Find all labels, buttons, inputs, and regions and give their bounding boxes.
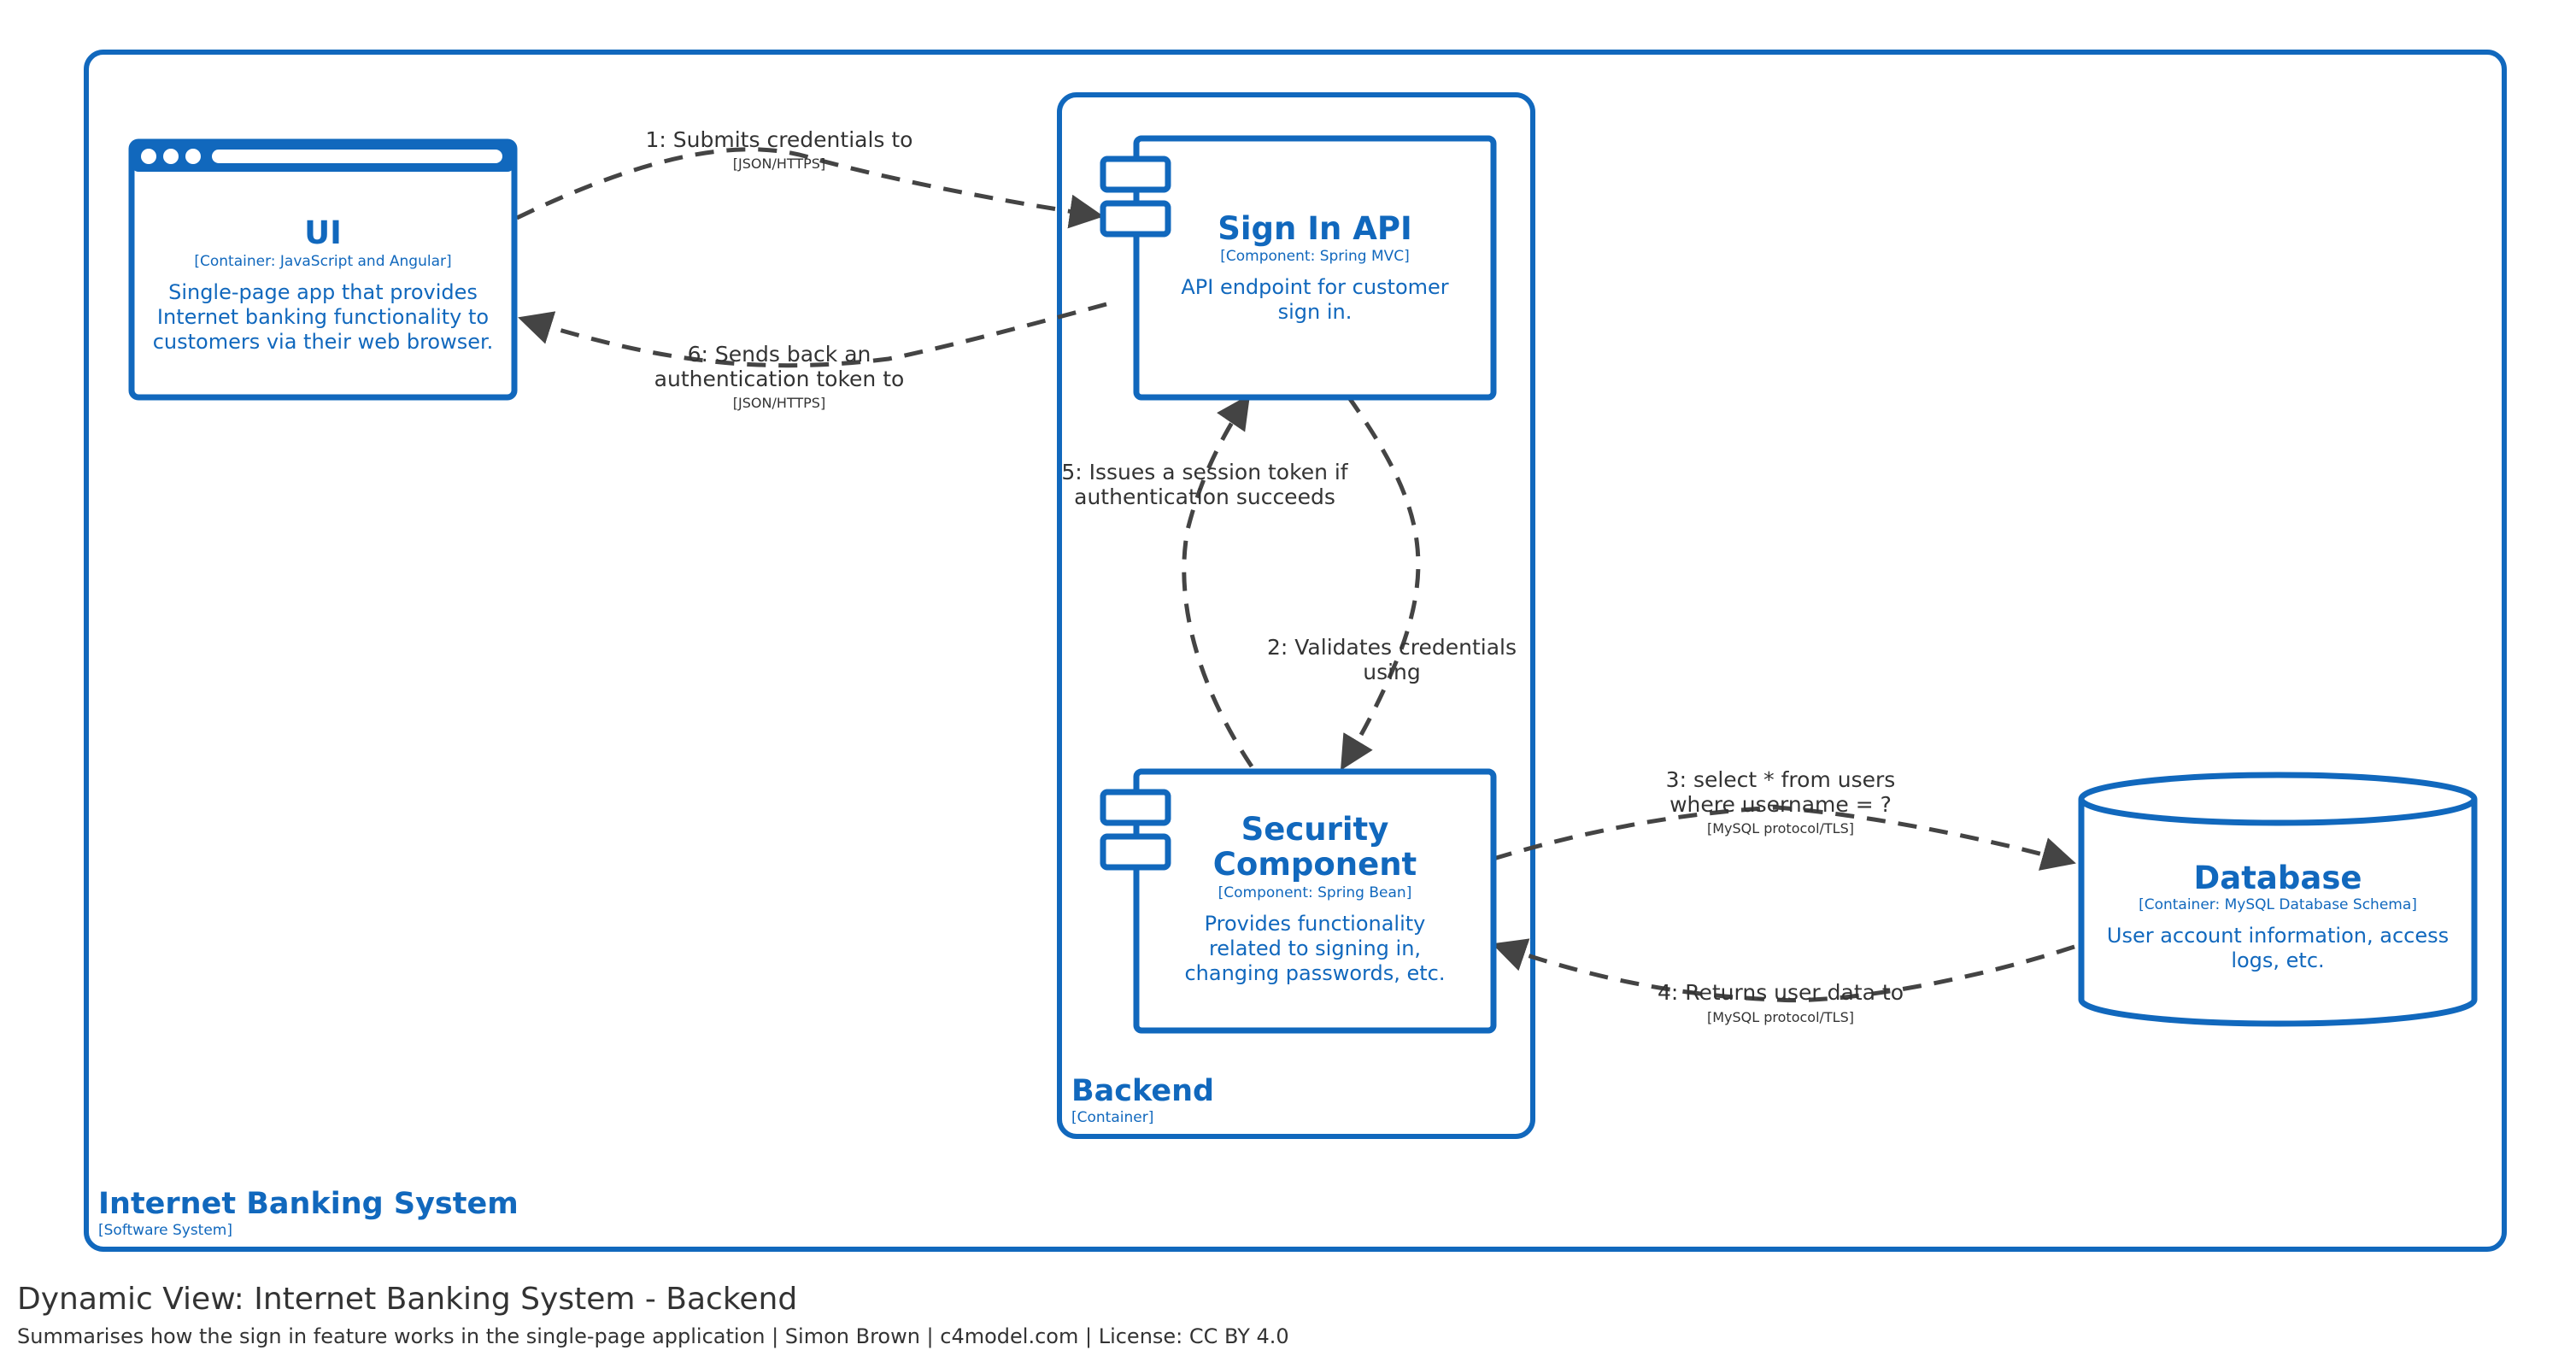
element-database[interactable]: Database [Container: MySQL Database Sche…	[2078, 772, 2478, 1027]
web-browser-window-icon	[141, 149, 502, 164]
element-security-component[interactable]: Security Component [Component: Spring Be…	[1100, 768, 1497, 1034]
label-r1: 1: Submits credentials to [JSON/HTTPS]	[646, 127, 913, 172]
system-boundary-type: [Software System]	[98, 1222, 232, 1239]
component-icon	[1100, 156, 1171, 238]
database-cylinder-icon	[2078, 772, 2478, 1027]
r2-label-line-1: 2: Validates credentials	[1267, 635, 1517, 660]
element-ui[interactable]: UI [Container: JavaScript and Angular] S…	[128, 138, 518, 401]
ui-type: [Container: JavaScript and Angular]	[194, 253, 451, 270]
database-description-line-1: User account information, access	[2107, 924, 2449, 948]
label-r3: 3: select * from users where username = …	[1666, 767, 1896, 837]
label-r5: 5: Issues a session token if authenticat…	[1061, 460, 1348, 509]
r2-label-line-2: using	[1363, 660, 1421, 684]
ui-description-line-2: Internet banking functionality to	[157, 305, 489, 329]
security-type: [Component: Spring Bean]	[1218, 884, 1412, 901]
signin-api-description-line-1: API endpoint for customer	[1181, 275, 1448, 299]
r3-tech: [MySQL protocol/TLS]	[1707, 820, 1854, 837]
edge-6-sends-token	[518, 302, 1107, 368]
edge-5-issues-session-token	[1182, 394, 1254, 768]
ui-name: UI	[304, 214, 342, 251]
database-description-line-2: logs, etc.	[2231, 948, 2324, 972]
r6-label-line-1: 6: Sends back an	[688, 342, 871, 367]
label-r6: 6: Sends back an authentication token to…	[654, 342, 905, 411]
system-boundary-name: Internet Banking System	[98, 1187, 519, 1221]
r3-label-line-1: 3: select * from users	[1666, 767, 1896, 792]
view-title: Dynamic View: Internet Banking System - …	[17, 1282, 798, 1317]
r3-label-line-2: where username = ?	[1669, 792, 1892, 817]
r4-label-line-1: 4: Returns user data to	[1658, 980, 1904, 1005]
container-boundary-name: Backend	[1071, 1074, 1214, 1108]
component-icon	[1100, 789, 1171, 871]
r6-label-line-2: authentication token to	[654, 367, 905, 391]
r5-label-line-2: authentication succeeds	[1074, 484, 1335, 509]
label-r2: 2: Validates credentials using	[1267, 635, 1517, 684]
diagram-canvas: Internet Banking System [Software System…	[84, 50, 2507, 1252]
edge-2-validates-credentials	[1339, 395, 1421, 771]
signin-api-description-line-2: sign in.	[1278, 300, 1353, 324]
ui-description-line-1: Single-page app that provides	[168, 280, 478, 304]
r1-label-line-1: 1: Submits credentials to	[646, 127, 913, 152]
edge-3-select-users	[1493, 805, 2076, 871]
r4-tech: [MySQL protocol/TLS]	[1707, 1009, 1854, 1025]
security-description-line-2: related to signing in,	[1209, 936, 1421, 960]
security-name-line-1: Security	[1241, 811, 1389, 848]
database-name: Database	[2194, 860, 2362, 896]
edge-1-submits-credentials	[515, 147, 1104, 229]
database-type: [Container: MySQL Database Schema]	[2139, 896, 2417, 913]
r1-tech: [JSON/HTTPS]	[733, 156, 825, 172]
r5-label-line-1: 5: Issues a session token if	[1061, 460, 1348, 484]
boundary-backend: Backend [Container]	[1057, 92, 1535, 1139]
security-description-line-1: Provides functionality	[1205, 912, 1426, 936]
label-r4: 4: Returns user data to [MySQL protocol/…	[1658, 980, 1904, 1025]
r6-tech: [JSON/HTTPS]	[733, 395, 825, 411]
boundary-internet-banking-system: Internet Banking System [Software System…	[84, 50, 2507, 1252]
element-signin-api[interactable]: Sign In API [Component: Spring MVC] API …	[1100, 135, 1497, 401]
signin-api-type: [Component: Spring MVC]	[1220, 248, 1410, 265]
signin-api-name: Sign In API	[1218, 210, 1412, 247]
edge-4-returns-user-data	[1492, 938, 2075, 1003]
security-name-line-2: Component	[1213, 846, 1417, 883]
view-description: Summarises how the sign in feature works…	[17, 1324, 1289, 1348]
container-boundary-type: [Container]	[1071, 1109, 1153, 1126]
security-description-line-3: changing passwords, etc.	[1184, 961, 1445, 985]
ui-description-line-3: customers via their web browser.	[153, 330, 494, 354]
